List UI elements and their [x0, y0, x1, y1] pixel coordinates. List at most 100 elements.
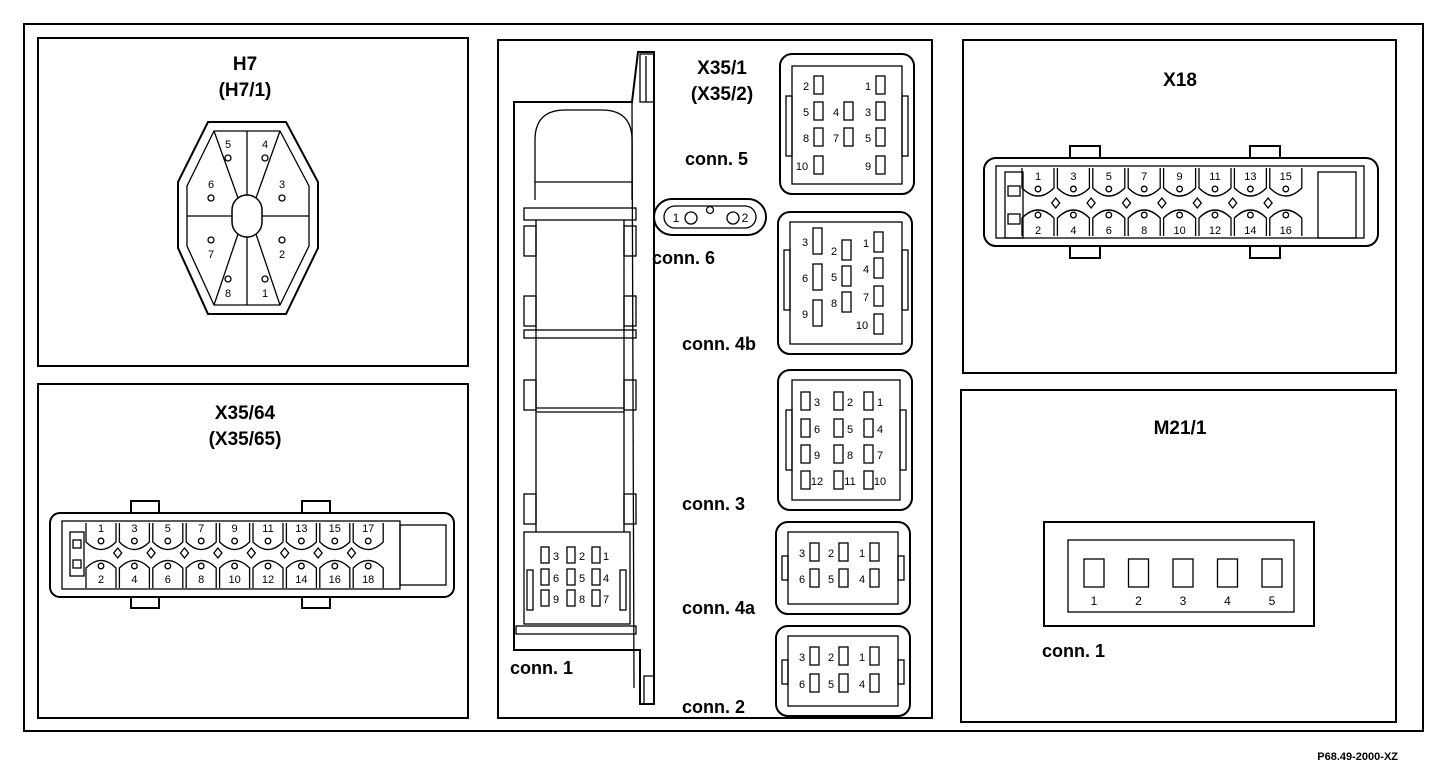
conn5-pin: 5: [865, 133, 871, 145]
x35-64-pin: 13: [295, 523, 307, 535]
x18-pin-hole: [1105, 211, 1113, 219]
h7-title: H7: [233, 54, 257, 75]
x35-64-pin: 14: [295, 574, 307, 586]
conn1-pin: 5: [579, 573, 585, 585]
conn4a-pin-slot: [869, 568, 880, 588]
x18-pin-hole: [1176, 185, 1184, 193]
conn3-pin: 4: [877, 424, 883, 436]
conn1-pin-slot: [540, 546, 550, 564]
conn3-pin-slot: [833, 444, 844, 464]
conn3-pin-slot: [833, 391, 844, 411]
x18-title: X18: [1163, 70, 1197, 91]
conn5-pin: 9: [865, 161, 871, 173]
conn5-pin: 10: [796, 161, 808, 173]
m21-1-pin: 4: [1224, 594, 1231, 608]
conn1-pin: 2: [579, 551, 585, 563]
x18-pin-hole: [1246, 211, 1254, 219]
h7-subtitle: (H7/1): [219, 80, 272, 101]
conn4b-pin-slot: [873, 313, 884, 335]
conn3-pin-slot: [800, 470, 811, 490]
conn3-pin: 2: [847, 397, 853, 409]
conn4b-pin: 5: [831, 272, 837, 284]
x35-64-pin-hole: [264, 537, 272, 545]
conn4b-pin: 6: [802, 273, 808, 285]
x35-64-pin-hole: [297, 537, 305, 545]
conn1-pin: 1: [603, 551, 609, 563]
conn5-pin-slot: [875, 75, 886, 95]
x35-64-pin-hole: [231, 537, 239, 545]
h7-pin: 7: [208, 249, 214, 261]
conn4a-pin: 4: [859, 574, 865, 586]
x18-pin-hole: [1211, 185, 1219, 193]
x35-64-pin-hole: [197, 562, 205, 570]
x35-64-pin: 17: [362, 523, 374, 535]
h7-pin: 8: [225, 288, 231, 300]
x18-pin: 12: [1209, 225, 1221, 237]
x18-pin: 4: [1070, 225, 1076, 237]
x35-64-pin-hole: [231, 562, 239, 570]
m21-1-pin-slot: [1261, 558, 1283, 588]
x18-pin: 8: [1141, 225, 1147, 237]
m21-1-pin-slot: [1083, 558, 1105, 588]
conn4b-pin-slot: [873, 257, 884, 279]
conn1-pin: 9: [553, 594, 559, 606]
conn1-pin: 4: [603, 573, 609, 585]
x35-64-pin-hole: [364, 562, 372, 570]
conn3-pin: 11: [844, 476, 855, 488]
conn5-pin: 8: [803, 133, 809, 145]
h7-connector: 5 4 6 3 7 2 8 1: [177, 121, 319, 315]
conn2-pin: 1: [859, 652, 865, 664]
m21-1-pin-slot: [1172, 558, 1194, 588]
conn4b-pin-slot: [841, 239, 852, 261]
x18-pin: 10: [1173, 225, 1185, 237]
conn1-pin: 6: [553, 573, 559, 585]
conn4b-pin-slot: [841, 291, 852, 313]
conn5-label: conn. 5: [685, 149, 748, 169]
conn2-pin: 4: [859, 679, 865, 691]
h7-pin: 4: [262, 139, 268, 151]
conn2-pin: 2: [828, 652, 834, 664]
conn1-pin-slot: [566, 568, 576, 586]
x35-1-title: X35/1: [697, 58, 747, 79]
conn3-pin: 12: [811, 476, 823, 488]
conn3-label: conn. 3: [682, 494, 745, 514]
x18-pin-hole: [1105, 185, 1113, 193]
x35-64-pin-hole: [331, 537, 339, 545]
conn1-pin: 8: [579, 594, 585, 606]
x18-pin: 7: [1141, 171, 1147, 183]
conn4a-label: conn. 4a: [682, 598, 756, 618]
x18-pin: 5: [1106, 171, 1112, 183]
conn1-label: conn. 1: [510, 658, 573, 678]
x18-pin-hole: [1140, 185, 1148, 193]
conn6-connector: 1 2: [653, 198, 767, 236]
conn3-pin-slot: [863, 470, 874, 490]
conn4b-pin: 4: [863, 264, 869, 276]
conn3-pin-slot: [800, 418, 811, 438]
conn3-pin-slot: [833, 470, 844, 490]
conn1-pin-slot: [540, 568, 550, 586]
conn4b-pin: 1: [863, 238, 869, 250]
conn5-pin-slot: [875, 101, 886, 121]
conn4b-pin: 2: [831, 246, 837, 258]
conn5-pin-slot: [875, 127, 886, 147]
x18-pin-hole: [1069, 185, 1077, 193]
x35-1-subtitle: (X35/2): [691, 84, 753, 105]
conn1-pin-slot: [591, 546, 601, 564]
m21-1-pin: 3: [1180, 594, 1187, 608]
conn4b-pin-slot: [841, 265, 852, 287]
conn4a-pin: 2: [828, 548, 834, 560]
conn3-pin: 7: [877, 450, 883, 462]
conn3-pin-slot: [800, 391, 811, 411]
x18-pin: 6: [1106, 225, 1112, 237]
x35-64-pin-hole: [130, 537, 138, 545]
x35-64-pin-hole: [97, 562, 105, 570]
conn3-pin: 6: [814, 424, 820, 436]
